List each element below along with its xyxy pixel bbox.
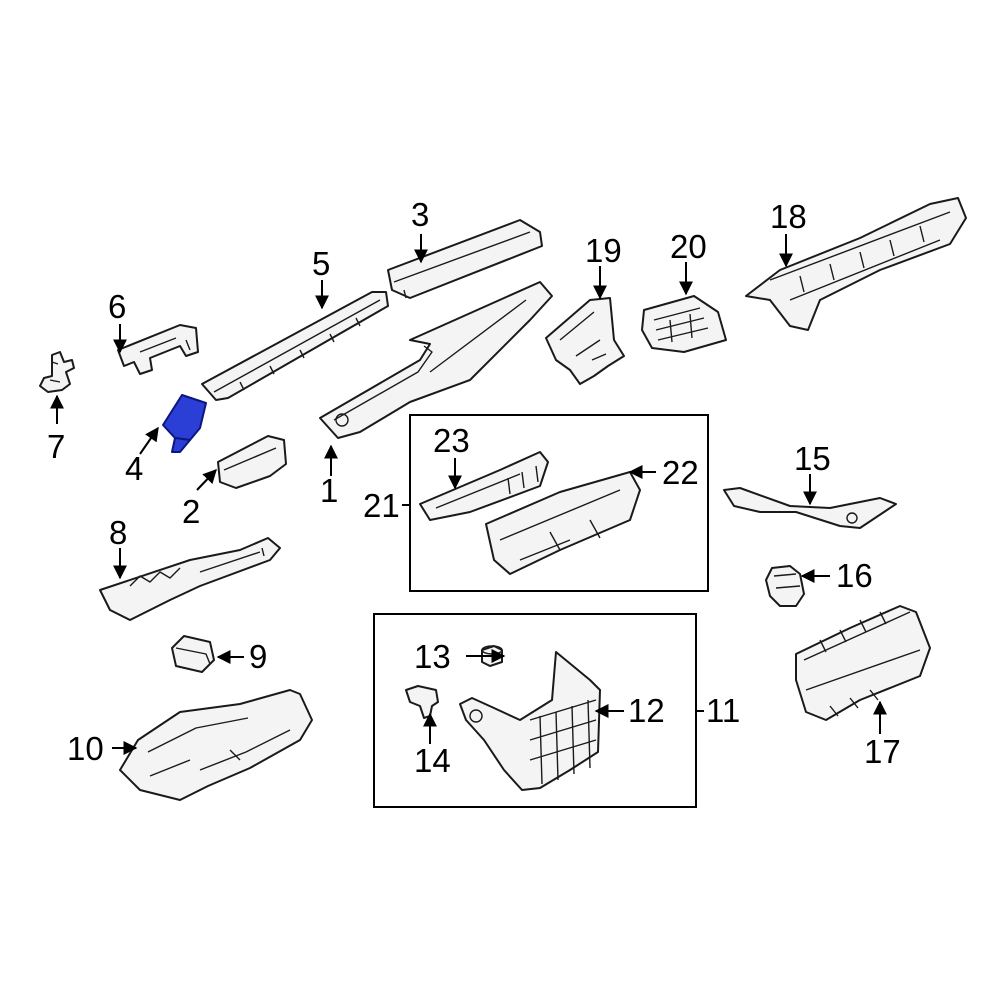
part-3-trim-strip[interactable] — [387, 219, 543, 299]
callout-4: 4 — [125, 450, 143, 487]
callout-10: 10 — [67, 730, 104, 767]
callout-16: 16 — [836, 557, 873, 594]
part-10-lower-panel[interactable] — [119, 689, 313, 801]
callout-7: 7 — [47, 428, 65, 465]
callout-13: 13 — [414, 638, 451, 675]
callout-1: 1 — [320, 472, 338, 509]
part-1-dash-panel[interactable] — [319, 281, 553, 439]
part-4-highlighted-bracket[interactable] — [162, 394, 207, 453]
callout-17: 17 — [864, 733, 901, 770]
callout-23: 23 — [433, 422, 470, 459]
callout-8: 8 — [109, 514, 127, 551]
callout-labels: 3 5 6 7 4 2 1 8 9 10 19 20 18 23 22 21 1… — [47, 196, 901, 779]
part-20-air-vent[interactable] — [641, 295, 727, 353]
part-5-dash-trim-panel[interactable] — [201, 291, 389, 401]
callout-15: 15 — [794, 440, 831, 477]
part-8-lower-trim[interactable] — [99, 537, 281, 621]
part-16-grommet[interactable] — [765, 565, 805, 607]
callout-11: 11 — [706, 692, 740, 729]
callout-14: 14 — [414, 742, 451, 779]
callout-6: 6 — [108, 288, 126, 325]
part-19-bracket[interactable] — [545, 297, 625, 385]
part-2-cover[interactable] — [217, 435, 287, 489]
callout-19: 19 — [585, 232, 622, 269]
callout-9: 9 — [249, 638, 267, 675]
part-15-bracket[interactable] — [723, 487, 897, 529]
callout-18: 18 — [770, 198, 807, 235]
callout-21: 21 — [363, 487, 400, 524]
leader-lines — [50, 234, 887, 755]
part-7-bracket[interactable] — [39, 351, 75, 393]
callout-20: 20 — [670, 228, 707, 265]
part-12-glovebox-liner[interactable] — [459, 651, 601, 791]
part-22-vent-assembly[interactable] — [485, 471, 641, 575]
callout-2: 2 — [182, 493, 200, 530]
part-17-airbag-module[interactable] — [795, 605, 931, 721]
callout-12: 12 — [628, 692, 665, 729]
part-9-block[interactable] — [171, 635, 215, 673]
part-18-rail-bracket[interactable] — [745, 197, 967, 331]
group-box-21 — [409, 414, 709, 592]
callout-22: 22 — [662, 454, 699, 491]
part-23-switch-panel[interactable] — [419, 451, 549, 521]
part-14-clip[interactable] — [405, 685, 439, 719]
callout-3: 3 — [411, 196, 429, 233]
callout-5: 5 — [312, 245, 330, 282]
part-6-trim-piece[interactable] — [117, 324, 199, 375]
